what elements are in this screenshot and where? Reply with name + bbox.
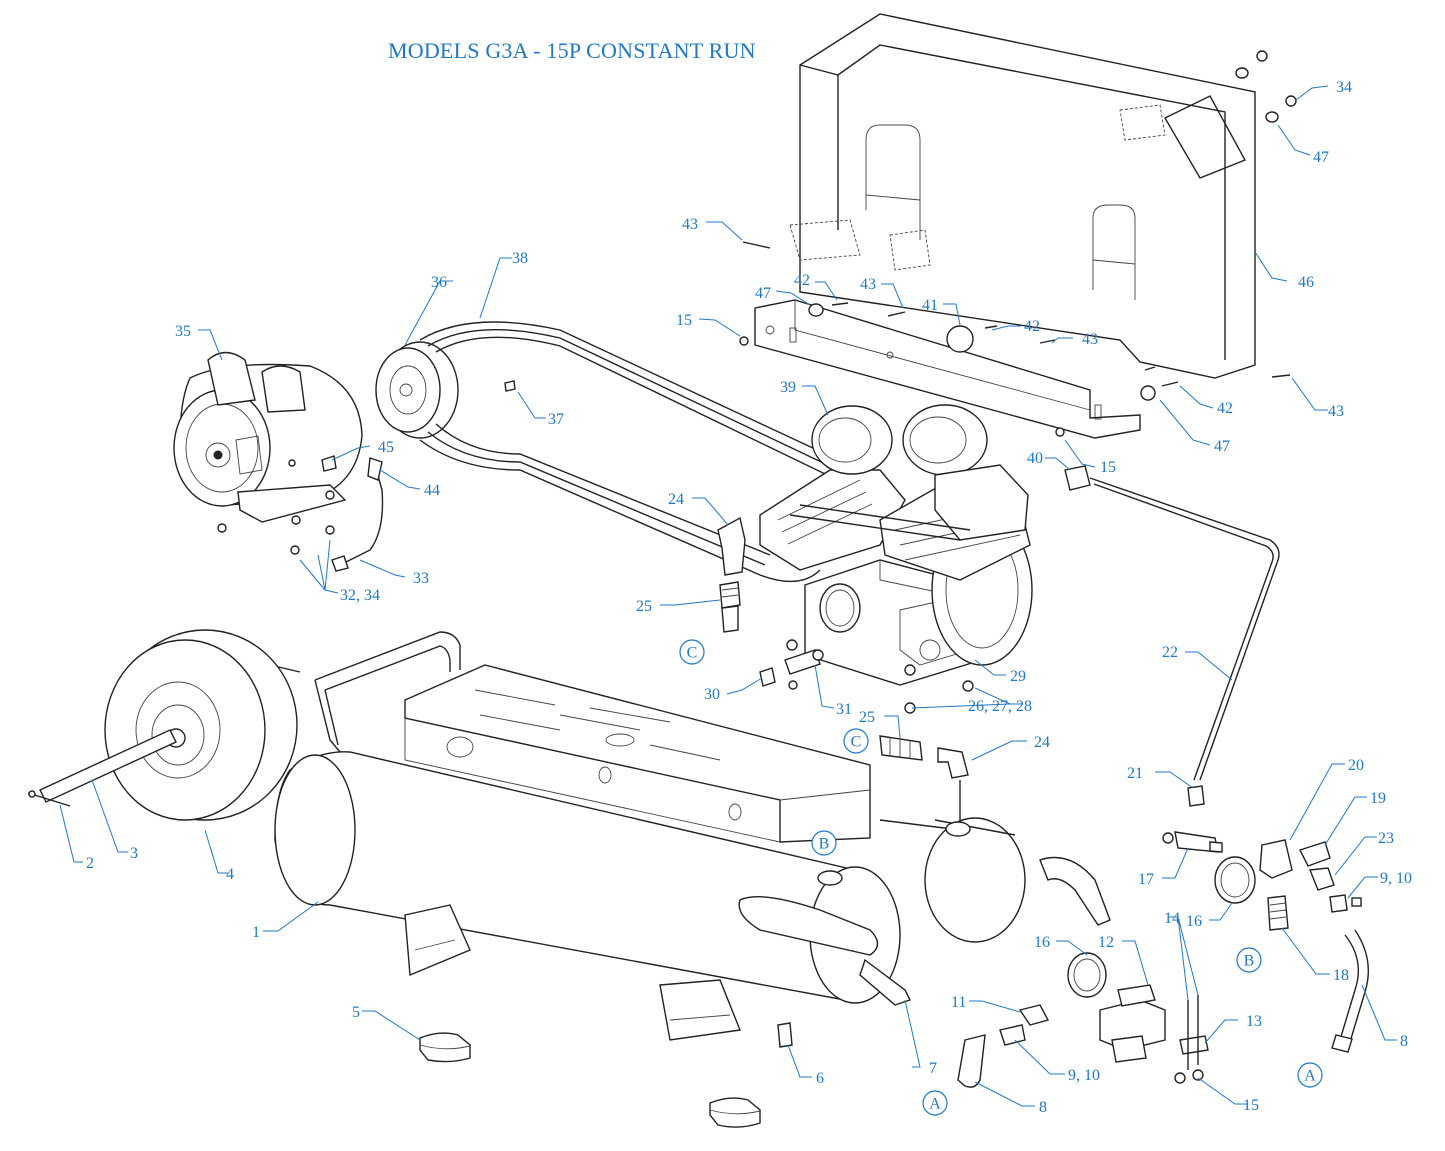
callout-a-hose: A [1297, 1062, 1323, 1088]
part-label: 47 [1214, 438, 1230, 455]
part-label: 25 [636, 598, 652, 615]
part-label: 5 [352, 1004, 360, 1021]
belt-guard [789, 13, 1256, 379]
part-label: 14 [1164, 910, 1180, 927]
part-label: 45 [378, 439, 394, 456]
part-label: 37 [548, 411, 564, 428]
diagram-title: MODELS G3A - 15P CONSTANT RUN [388, 38, 756, 63]
connection-callouts: C C B B A A [679, 639, 1323, 1116]
part-label: 33 [413, 570, 429, 587]
svg-text:C: C [687, 645, 698, 662]
rubber-feet [419, 1032, 761, 1128]
part-label: 39 [780, 379, 796, 396]
pump-outlet-fittings [717, 516, 746, 633]
guard-hardware [739, 50, 1297, 437]
part-label: 8 [1400, 1033, 1408, 1050]
compressor-pump [759, 404, 1033, 714]
part-label: 13 [1246, 1013, 1262, 1030]
part-label: 18 [1333, 967, 1349, 984]
tank-fittings [879, 735, 969, 822]
part-label: 2 [86, 855, 94, 872]
part-label: 24 [668, 491, 684, 508]
unloader-valve [759, 649, 824, 690]
part-label: 15 [1100, 459, 1116, 476]
svg-text:A: A [929, 1096, 941, 1113]
part-label: 3 [130, 845, 138, 862]
part-label: 15 [676, 312, 692, 329]
part-label: 9, 10 [1380, 870, 1412, 887]
part-label: 43 [1082, 331, 1098, 348]
callout-b-manifold: B [1236, 947, 1262, 973]
part-label: 42 [794, 272, 810, 289]
part-label: 30 [704, 686, 720, 703]
callout-b-tank: B [811, 830, 837, 856]
part-label: 15 [1243, 1097, 1259, 1114]
part-label: 26, 27, 28 [968, 698, 1032, 715]
drive-belts [419, 321, 861, 583]
part-label: 40 [1027, 450, 1043, 467]
part-label: 24 [1034, 734, 1050, 751]
tank-handle [269, 631, 461, 753]
part-label: 19 [1370, 790, 1386, 807]
part-label: 44 [424, 482, 440, 499]
part-label: 21 [1127, 765, 1143, 782]
part-label: 46 [1298, 274, 1314, 291]
part-label: 43 [1328, 403, 1344, 420]
discharge-tube [1064, 465, 1280, 807]
part-label: 23 [1378, 830, 1394, 847]
part-label: 17 [1138, 871, 1154, 888]
guard-bracket [754, 299, 1141, 439]
wheel [27, 629, 298, 821]
svg-text:B: B [819, 836, 830, 853]
part-label: 1 [252, 924, 260, 941]
part-label: 7 [929, 1060, 937, 1077]
part-label: 11 [951, 994, 966, 1011]
part-label: 47 [755, 285, 771, 302]
part-label: 25 [859, 709, 875, 726]
part-label: 16 [1186, 913, 1202, 930]
part-label: 16 [1034, 934, 1050, 951]
regulator [957, 952, 1209, 1088]
part-label: 34 [1336, 79, 1352, 96]
leader-lines [59, 85, 1397, 1107]
part-label: 9, 10 [1068, 1067, 1100, 1084]
part-label: 8 [1039, 1099, 1047, 1116]
part-label: 47 [1313, 149, 1329, 166]
part-label: 20 [1348, 757, 1364, 774]
part-label: 35 [175, 323, 191, 340]
part-label: 42 [1217, 400, 1233, 417]
part-labels: 34 47 46 43 42 47 43 41 42 43 15 42 47 4… [86, 79, 1412, 1116]
svg-text:B: B [1244, 953, 1255, 970]
part-label: 43 [860, 276, 876, 293]
callout-a-regulator: A [922, 1090, 948, 1116]
part-label: 32, 34 [340, 587, 380, 604]
part-label: 43 [682, 216, 698, 233]
motor [173, 351, 384, 572]
part-label: 29 [1010, 668, 1026, 685]
part-label: 31 [836, 701, 852, 718]
callout-c-upper: C [679, 639, 705, 665]
callout-c-lower: C [843, 728, 869, 754]
part-label: 41 [922, 297, 938, 314]
part-label: 36 [431, 274, 447, 291]
part-label: 22 [1162, 644, 1178, 661]
motor-pulley [375, 341, 459, 439]
svg-text:C: C [851, 734, 862, 751]
svg-text:A: A [1304, 1068, 1316, 1085]
regulator-assembly [1162, 831, 1370, 1053]
part-label: 12 [1098, 934, 1114, 951]
part-label: 38 [512, 250, 528, 267]
air-tank [274, 751, 1111, 1048]
part-label: 42 [1024, 318, 1040, 335]
part-label: 4 [226, 866, 234, 883]
part-label: 6 [816, 1070, 824, 1087]
